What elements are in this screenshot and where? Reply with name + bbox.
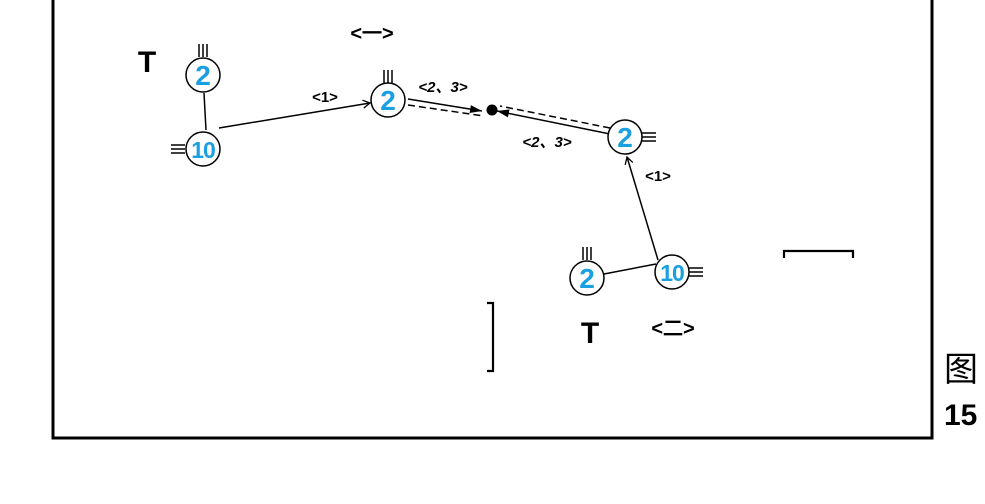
edge-label: <2、3>: [418, 79, 467, 96]
t-mark: T: [581, 317, 599, 350]
player-node: 2: [185, 44, 221, 93]
panel-one-label: <一>: [350, 23, 393, 45]
svg-text:10: 10: [660, 260, 684, 286]
pass-arrow: [218, 99, 372, 129]
pass-arrow: [407, 98, 483, 114]
svg-text:2: 2: [380, 85, 396, 116]
figure-number: 15: [944, 399, 978, 432]
figure-caption-char: 图: [944, 351, 978, 389]
dribble-path: [499, 105, 611, 129]
player-node: 10: [171, 131, 221, 167]
target-point: [486, 104, 498, 116]
player-node: 2: [370, 70, 406, 118]
svg-text:2: 2: [195, 60, 211, 91]
figure-frame: [51, 0, 934, 440]
pass-arrow: [624, 155, 659, 261]
edge-label: <2、3>: [522, 134, 571, 151]
edge-line: [603, 263, 657, 275]
svg-text:2: 2: [579, 263, 595, 294]
player-node: 10: [654, 254, 703, 290]
svg-text:2: 2: [617, 122, 633, 153]
svg-text:10: 10: [191, 137, 215, 163]
pass-arrow: [496, 109, 611, 135]
edge-label: <1>: [312, 89, 338, 106]
edge-label: <1>: [645, 168, 671, 185]
player-node: 2: [569, 247, 605, 296]
panel-two-label: <二>: [651, 318, 694, 340]
player-node: 2: [607, 119, 656, 155]
edge-line: [203, 92, 207, 131]
bracket-mark: [782, 249, 855, 258]
dribble-path: [407, 104, 485, 117]
bracket-mark: [487, 301, 495, 373]
t-mark: T: [138, 46, 156, 79]
